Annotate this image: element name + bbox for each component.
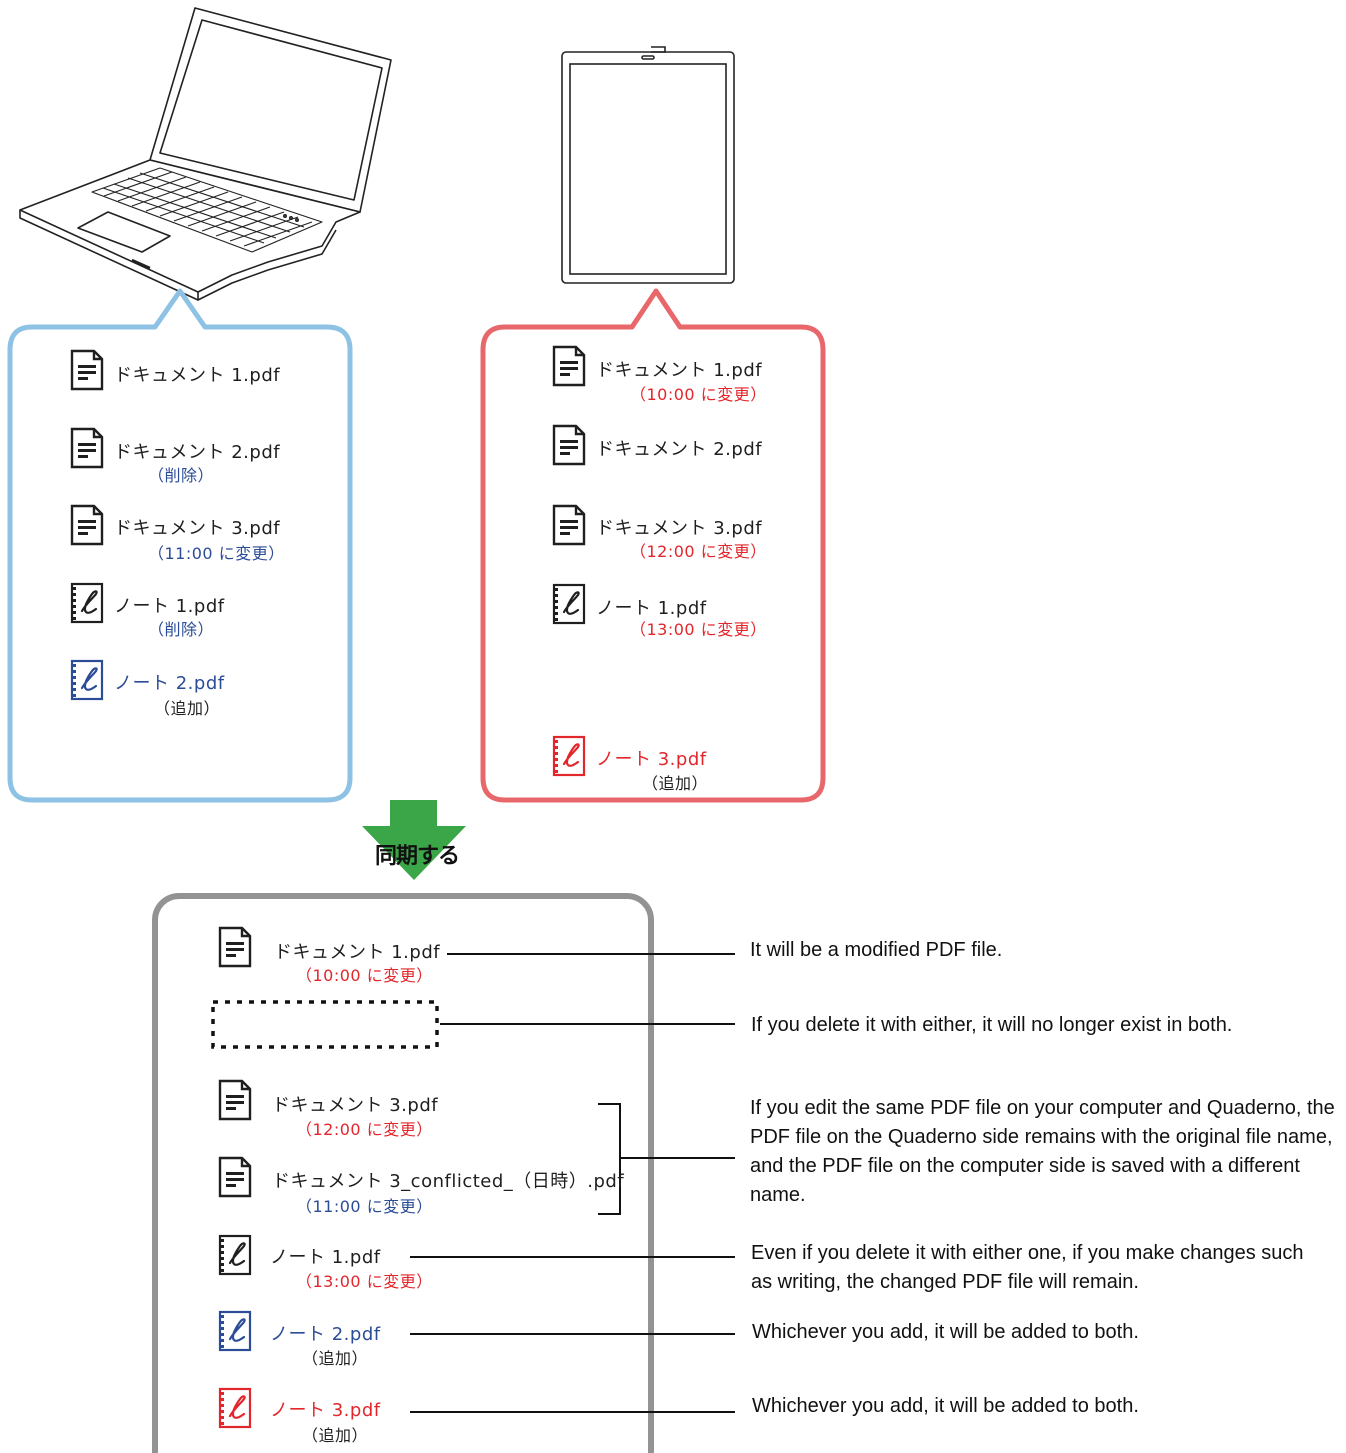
- document-icon: [70, 427, 104, 469]
- file-name: ノート 2.pdf: [270, 1324, 381, 1345]
- file-name: ノート 3.pdf: [270, 1400, 381, 1421]
- document-icon: [218, 1079, 252, 1121]
- file-status: （10:00 に変更）: [630, 385, 767, 404]
- file-name: ドキュメント 2.pdf: [596, 439, 763, 460]
- note-conflicted: If you edit the same PDF file on your co…: [750, 1097, 1335, 1206]
- file-status: （10:00 に変更）: [296, 966, 433, 985]
- file-name: ドキュメント 1.pdf: [596, 360, 763, 381]
- file-status: （追加）: [642, 774, 709, 793]
- note-modified: It will be a modified PDF file.: [750, 939, 1003, 961]
- note-icon: [552, 583, 586, 625]
- file-status: （12:00 に変更）: [296, 1120, 433, 1139]
- file-name: ドキュメント 2.pdf: [114, 442, 281, 463]
- note-icon: [218, 1387, 252, 1429]
- file-status: （11:00 に変更）: [296, 1197, 433, 1216]
- note-changed-remains: Even if you delete it with either one, i…: [751, 1242, 1304, 1293]
- file-status: （削除）: [148, 466, 215, 485]
- file-name: ノート 1.pdf: [270, 1247, 381, 1268]
- file-name: ノート 1.pdf: [596, 598, 707, 619]
- document-icon: [552, 424, 586, 466]
- note-added-2: Whichever you add, it will be added to b…: [752, 1395, 1139, 1417]
- file-name: ノート 3.pdf: [596, 749, 707, 770]
- note-icon: [70, 659, 104, 701]
- document-icon: [70, 504, 104, 546]
- file-status: （追加）: [154, 699, 221, 718]
- file-name: ドキュメント 3.pdf: [596, 518, 763, 539]
- file-status: （追加）: [302, 1349, 369, 1368]
- file-status: （12:00 に変更）: [630, 542, 767, 561]
- file-name: ドキュメント 3.pdf: [114, 518, 281, 539]
- file-name: ドキュメント 3_conflicted_（日時）.pdf: [272, 1171, 625, 1192]
- file-name: ノート 1.pdf: [114, 596, 225, 617]
- deleted-file-placeholder: [211, 1000, 439, 1049]
- connector-lines: [410, 953, 735, 1413]
- sync-label: 同期する: [374, 844, 460, 869]
- file-name: ドキュメント 1.pdf: [274, 942, 441, 963]
- note-icon: [70, 582, 104, 624]
- tablet-illustration: [561, 46, 735, 284]
- file-name: ドキュメント 1.pdf: [114, 365, 281, 386]
- note-added-1: Whichever you add, it will be added to b…: [752, 1321, 1139, 1343]
- document-icon: [70, 349, 104, 391]
- note-icon: [552, 735, 586, 777]
- file-status: （11:00 に変更）: [148, 544, 285, 563]
- note-deleted: If you delete it with either, it will no…: [751, 1014, 1233, 1036]
- note-icon: [218, 1234, 252, 1276]
- document-icon: [218, 1156, 252, 1198]
- laptop-illustration: [19, 7, 392, 301]
- file-status: （13:00 に変更）: [296, 1272, 433, 1291]
- document-icon: [552, 345, 586, 387]
- file-name: ノート 2.pdf: [114, 673, 225, 694]
- file-status: （13:00 に変更）: [630, 620, 767, 639]
- sync-arrow: [362, 800, 466, 880]
- quaderno-callout-panel: [480, 288, 826, 803]
- result-panel: [152, 893, 654, 1453]
- document-icon: [218, 926, 252, 968]
- file-status: （追加）: [302, 1426, 369, 1445]
- file-status: （削除）: [148, 620, 215, 639]
- file-name: ドキュメント 3.pdf: [272, 1095, 439, 1116]
- document-icon: [552, 504, 586, 546]
- note-icon: [218, 1310, 252, 1352]
